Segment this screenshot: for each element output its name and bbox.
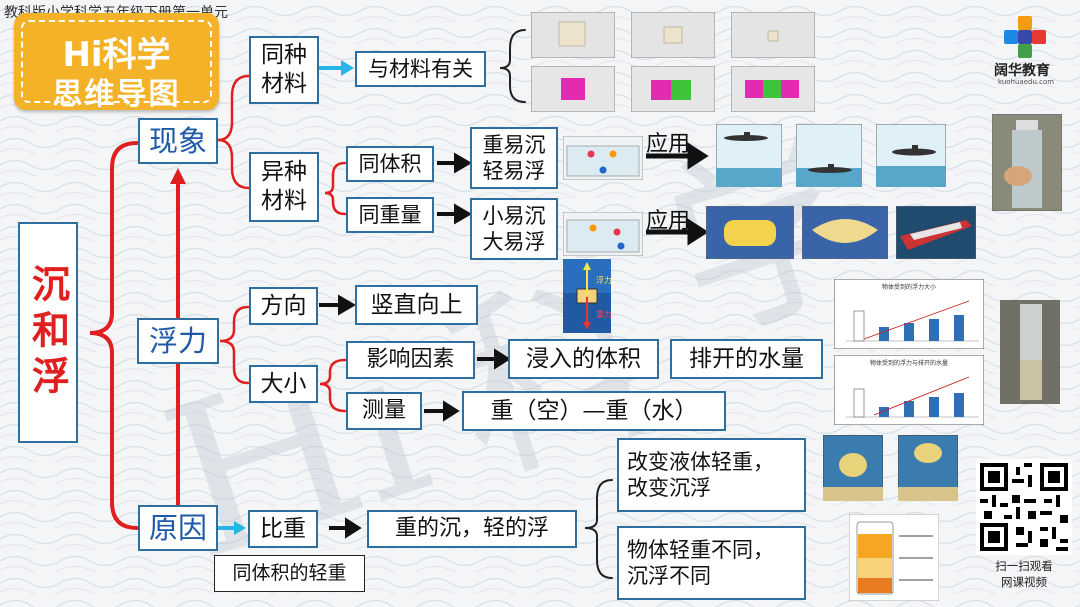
- node-heavy-sinks: 重易沉 轻易浮: [470, 127, 558, 189]
- photo-pink-cube: [531, 66, 615, 112]
- title-card-border: [21, 20, 212, 103]
- photo-block-large: [531, 12, 615, 58]
- photo-cargo-ship: [896, 206, 976, 259]
- photo-block-medium: [631, 12, 715, 58]
- node-buoyancy: 浮力: [137, 318, 219, 364]
- chart2-title: 物体受到的浮力与排开的水量: [870, 359, 948, 367]
- apply-label-1: 应用: [646, 132, 691, 157]
- qr-caption: 扫一扫观看 网课视频: [995, 559, 1053, 589]
- photo-two-cubes: [631, 66, 715, 112]
- photo-bottle-diver: [992, 114, 1062, 211]
- buoyancy-force-diagram: 浮力 重力: [563, 259, 611, 333]
- node-measure: 测量: [346, 392, 422, 430]
- node-factors: 影响因素: [346, 341, 475, 379]
- node-specific-gravity: 比重: [248, 510, 318, 548]
- diagram-buoyancy-label: 浮力: [596, 275, 611, 285]
- node-immersed-volume: 浸入的体积: [508, 339, 659, 379]
- photo-three-cubes: [731, 66, 815, 112]
- node-magnitude: 大小: [249, 365, 318, 403]
- title-card: Hi科学 思维导图: [14, 13, 219, 112]
- photo-clay-boat: [802, 206, 888, 259]
- chart-buoyancy-2: 物体受到的浮力与排开的水量: [834, 355, 984, 425]
- photo-submarine-dive: [796, 124, 862, 187]
- photo-density-column: [849, 514, 939, 601]
- node-same-material: 同种 材料: [249, 36, 319, 104]
- node-heavy-sinks-light-floats: 重的沉，轻的浮: [367, 510, 577, 548]
- diagram-gravity-label: 重力: [596, 309, 611, 319]
- node-different-material: 异种 材料: [249, 152, 319, 222]
- chart-buoyancy-1: 物体受到的浮力大小: [834, 279, 984, 349]
- node-displaced-water: 排开的水量: [670, 339, 823, 379]
- photo-submarine-rise: [876, 124, 946, 187]
- node-same-weight: 同重量: [346, 197, 434, 233]
- photo-measuring-cylinder: [1000, 300, 1060, 404]
- photo-tank-same-volume: [563, 136, 643, 180]
- photo-clay-lump: [706, 206, 794, 259]
- node-small-sinks: 小易沉 大易浮: [470, 198, 558, 260]
- node-specific-gravity-note: 同体积的轻重: [214, 555, 365, 592]
- qr-code[interactable]: [976, 459, 1072, 555]
- title-line-1: Hi科学: [62, 35, 171, 75]
- chart1-title: 物体受到的浮力大小: [882, 283, 936, 291]
- kuohua-logo-icon: [1004, 16, 1046, 58]
- node-phenomenon: 现象: [138, 118, 218, 164]
- node-same-volume: 同体积: [346, 146, 434, 182]
- brand-name: 阔华教育: [994, 63, 1050, 79]
- title-line-2: 思维导图: [52, 77, 181, 112]
- node-measure-formula: 重（空）—重（水）: [462, 391, 726, 431]
- photo-egg-suspended: [898, 435, 958, 501]
- photo-block-small: [731, 12, 815, 58]
- node-direction: 方向: [249, 287, 318, 325]
- node-reason: 原因: [138, 505, 218, 551]
- black-arrows: [319, 142, 709, 539]
- photo-submarine-surface: [716, 124, 782, 187]
- node-related-to-material: 与材料有关: [355, 51, 486, 87]
- brand-url: kuohuaedu.com: [998, 78, 1055, 86]
- apply-label-2: 应用: [646, 209, 691, 234]
- node-object-weight: 物体轻重不同， 沉浮不同: [617, 526, 806, 600]
- root-node: 沉和浮: [18, 222, 78, 443]
- node-vertical-up: 竖直向上: [355, 285, 478, 325]
- photo-tank-same-weight: [563, 212, 643, 256]
- node-change-liquid: 改变液体轻重， 改变沉浮: [617, 438, 806, 512]
- photo-egg-floating: [823, 435, 883, 501]
